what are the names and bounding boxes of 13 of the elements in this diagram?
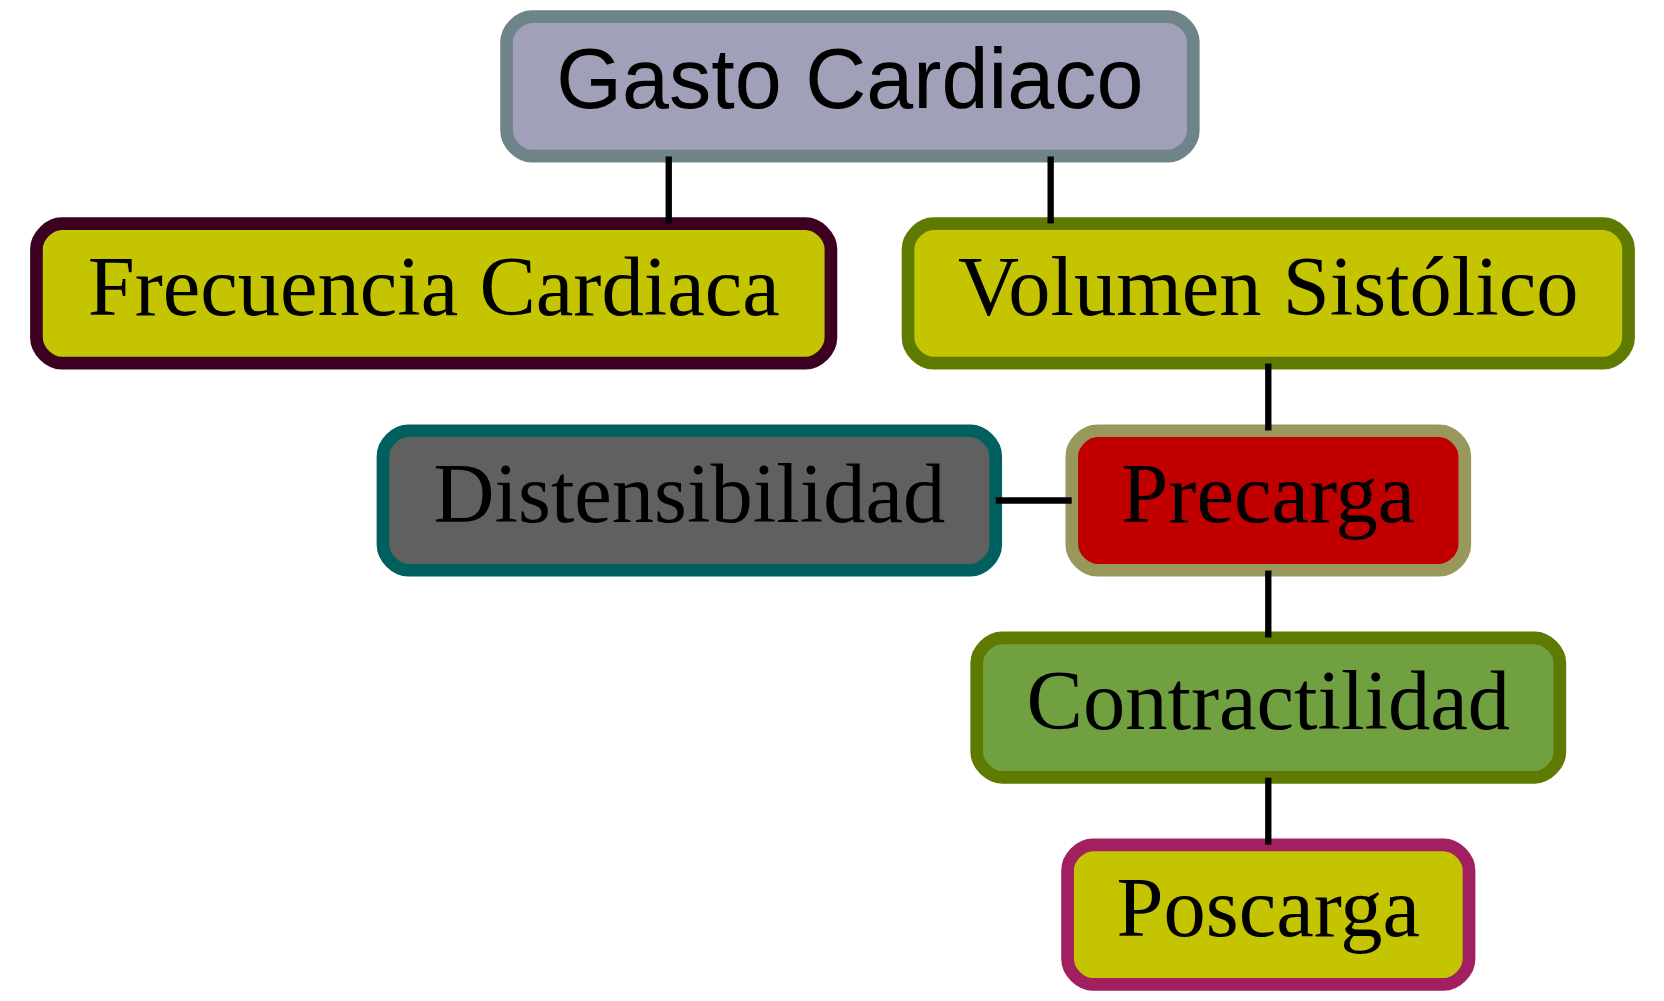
connector xyxy=(995,497,1072,504)
connector xyxy=(1264,363,1271,431)
node-box: Poscarga xyxy=(1060,838,1475,991)
node-box: Frecuencia Cardiaca xyxy=(29,217,837,370)
connector xyxy=(1047,156,1054,224)
node-box: Contractilidad xyxy=(969,631,1566,784)
connector xyxy=(665,156,672,224)
node-box: Precarga xyxy=(1064,424,1471,577)
node-box: Distensibilidad xyxy=(376,424,1002,577)
connector xyxy=(1264,777,1271,845)
connector xyxy=(1264,570,1271,638)
node-box: Volumen Sistólico xyxy=(901,217,1635,370)
node-box: Gasto Cardiaco xyxy=(499,10,1200,163)
